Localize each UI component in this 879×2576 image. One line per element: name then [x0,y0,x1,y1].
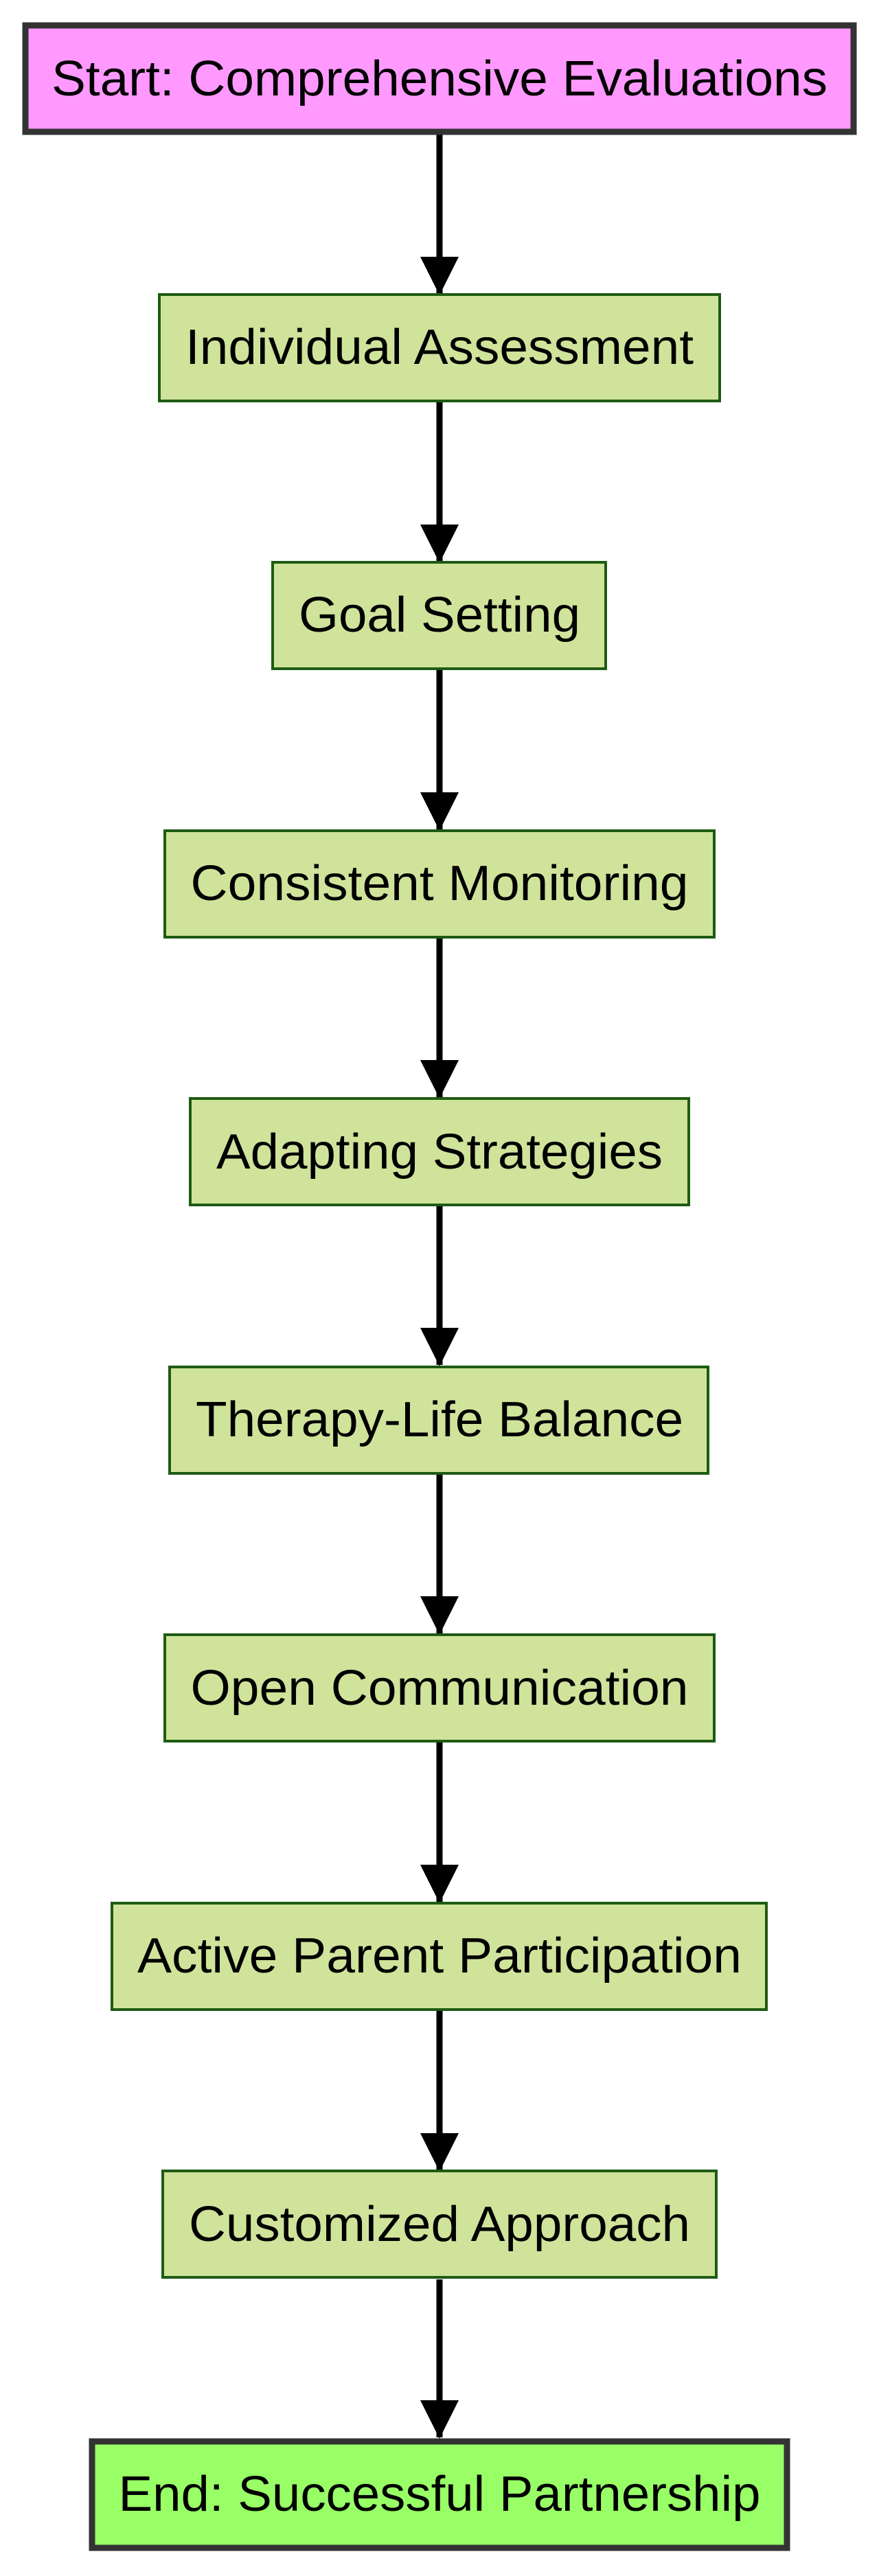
node-goal-setting-box [271,561,607,670]
node-start: Start: Comprehensive Evaluations [22,22,857,135]
node-active-parent-participation-label: Active Parent Participation [137,1929,742,1983]
node-end: End: Successful Partnership [89,2438,790,2551]
node-customized-approach: Customized Approach [161,2170,718,2279]
node-goal-setting-label: Goal Setting [299,588,580,643]
node-individual-assessment: Individual Assessment [158,293,721,402]
node-therapy-life-balance-box [168,1366,709,1475]
flowchart-nodes: Start: Comprehensive Evaluations Individ… [22,22,857,2551]
node-open-communication-label: Open Communication [191,1661,689,1716]
node-adapting-strategies: Adapting Strategies [189,1097,690,1206]
node-goal-setting: Goal Setting [271,561,607,670]
node-therapy-life-balance-label: Therapy-Life Balance [196,1392,683,1447]
node-active-parent-participation-box [111,1902,768,2011]
node-consistent-monitoring-box [163,829,716,939]
node-customized-approach-box [161,2170,718,2279]
node-therapy-life-balance: Therapy-Life Balance [168,1366,709,1475]
node-end-box [89,2438,790,2551]
node-end-label: End: Successful Partnership [119,2467,761,2522]
node-individual-assessment-box [158,293,721,402]
node-start-label: Start: Comprehensive Evaluations [52,51,827,106]
node-open-communication-box [163,1633,716,1743]
node-adapting-strategies-label: Adapting Strategies [216,1125,663,1180]
node-individual-assessment-label: Individual Assessment [185,320,694,375]
node-consistent-monitoring: Consistent Monitoring [163,829,716,939]
node-active-parent-participation: Active Parent Participation [111,1902,768,2011]
node-adapting-strategies-box [189,1097,690,1206]
node-customized-approach-label: Customized Approach [189,2197,690,2252]
node-open-communication: Open Communication [163,1633,716,1743]
node-consistent-monitoring-label: Consistent Monitoring [191,856,689,911]
node-start-box [22,22,857,135]
